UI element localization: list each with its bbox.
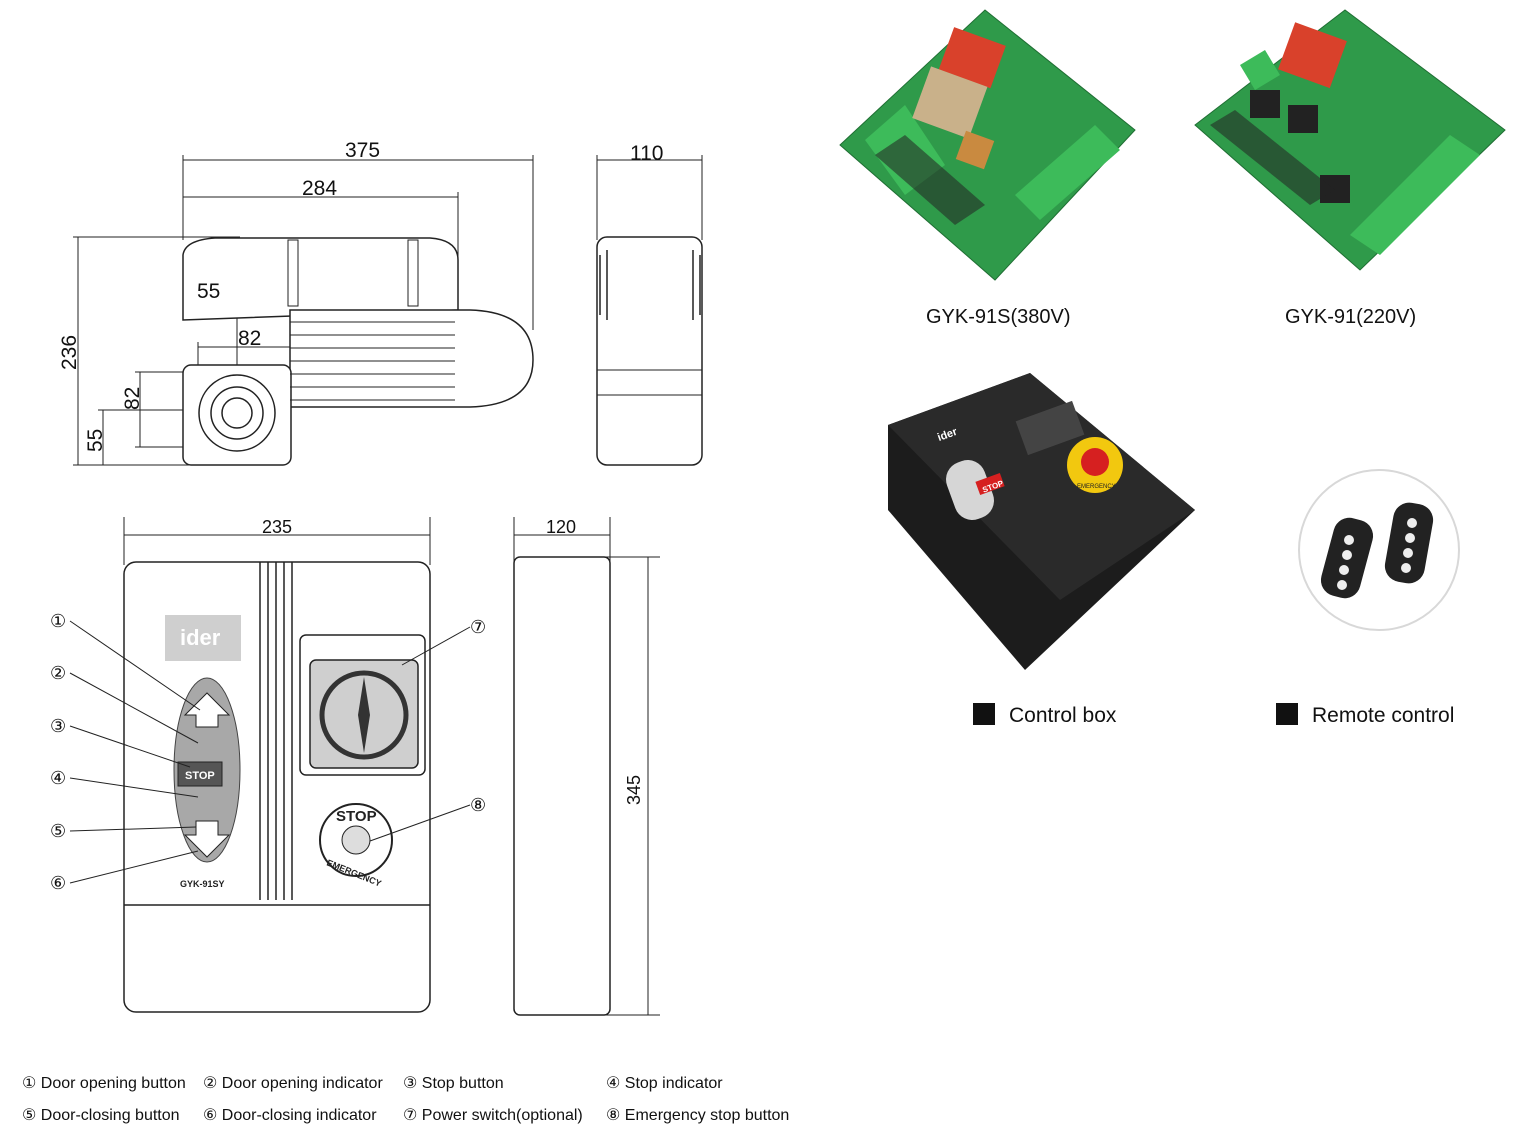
callout-3: ③ [50, 716, 66, 736]
control-box-caption: Control box [973, 703, 1116, 728]
control-box-emergency-text: EMERGENCY [1077, 484, 1116, 490]
callout-7: ⑦ [470, 617, 486, 637]
callout-8: ⑧ [470, 795, 486, 815]
callout-1: ① [50, 611, 66, 631]
legend-item-2: ② Door opening indicator [203, 1075, 383, 1092]
callout-2: ② [50, 663, 66, 683]
legend-item-6: ⑥ Door-closing indicator [203, 1107, 377, 1124]
legend-item-7: ⑦ Power switch(optional) [403, 1107, 583, 1124]
legend-item-5: ⑤ Door-closing button [22, 1107, 180, 1124]
remote-label: Remote control [1312, 704, 1455, 727]
brand-plate [165, 615, 241, 661]
callout-6: ⑥ [50, 873, 66, 893]
dim-55-v: 55 [84, 429, 107, 452]
dim-55-top: 55 [197, 280, 220, 303]
dim-82-h: 82 [238, 327, 261, 350]
pcb-board-380v [839, 9, 1136, 281]
stop-button-shape [177, 761, 223, 787]
dim-82-v: 82 [121, 387, 144, 410]
remote-bullet [1276, 703, 1298, 725]
close-arrow-button [183, 820, 231, 858]
remote-photo [1298, 469, 1460, 631]
control-box-label: Control box [1009, 704, 1117, 727]
board-380v-label: GYK-91S(380V) [926, 306, 1071, 328]
dim-284: 284 [302, 177, 337, 200]
control-box-photo: STOP ider EMERGENCY [888, 373, 1195, 670]
open-arrow-button [183, 692, 231, 728]
stop-button-label: STOP [185, 770, 215, 782]
callout-5: ⑤ [50, 821, 66, 841]
model-label: GYK-91SY [180, 879, 225, 889]
dim-375: 375 [345, 139, 380, 162]
box-drawing: ider STOP GYK-91SY STOP EMERGENCY ① ② ③ … [50, 517, 660, 1016]
dim-345: 345 [624, 775, 644, 805]
legend-item-1: ① Door opening button [22, 1075, 186, 1092]
dim-235: 235 [262, 517, 292, 537]
remote-caption: Remote control [1276, 703, 1454, 728]
legend-item-4: ④ Stop indicator [606, 1075, 723, 1092]
control-box-bullet [973, 703, 995, 725]
dim-110: 110 [630, 142, 663, 165]
legend-item-8: ⑧ Emergency stop button [606, 1107, 790, 1124]
callout-4: ④ [50, 768, 66, 788]
dim-120: 120 [546, 517, 576, 537]
dim-236: 236 [58, 335, 81, 370]
board-220v-label: GYK-91(220V) [1285, 306, 1417, 328]
motor-drawing: 375 284 110 55 82 236 82 55 [58, 139, 703, 466]
legend-item-3: ③ Stop button [403, 1075, 504, 1092]
estop-top-text: STOP [336, 808, 377, 825]
power-switch [319, 670, 409, 760]
pcb-board-220v [1194, 9, 1506, 271]
brand-logo-text: ider [180, 625, 221, 650]
